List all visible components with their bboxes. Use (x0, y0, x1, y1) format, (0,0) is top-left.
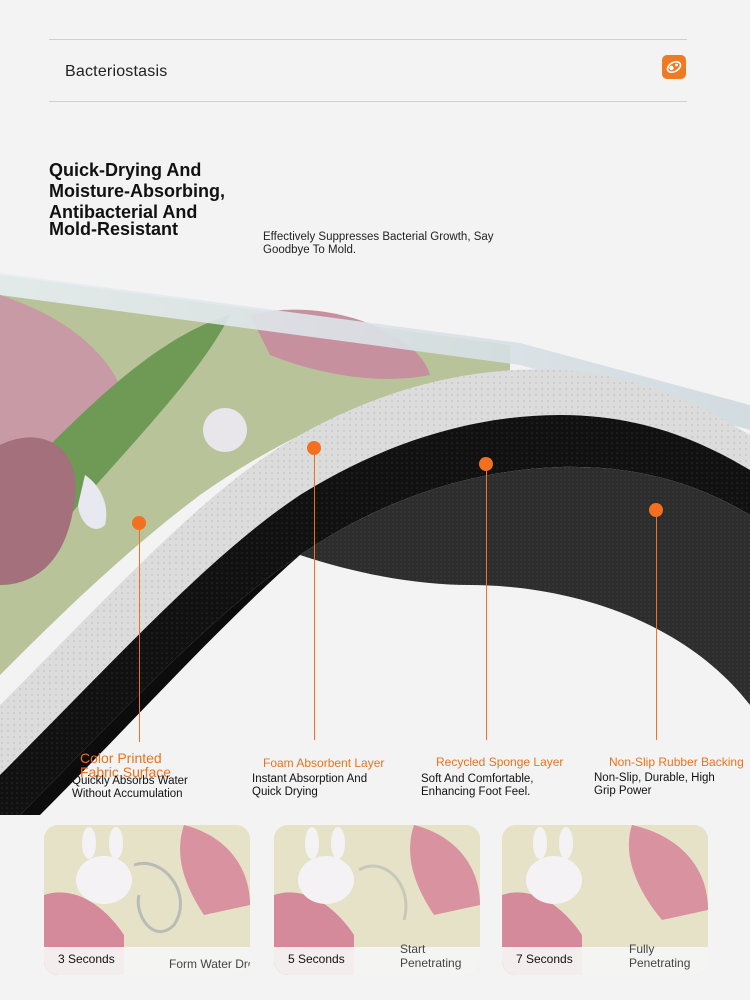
leader-line (656, 517, 657, 740)
leader-line (139, 530, 140, 742)
layer-title-sponge: Recycled Sponge Layer (436, 755, 564, 769)
layer-title-foam: Foam Absorbent Layer (263, 756, 385, 770)
bunny-tulip-image (44, 825, 250, 975)
headline-line: Antibacterial And (49, 202, 198, 222)
layer-desc-sponge: Soft And Comfortable, Enhancing Foot Fee… (421, 773, 534, 798)
stage-card: 5 Seconds Start Penetrating (274, 825, 480, 975)
layer-title-fabric: Color Printed Fabric Surface (80, 750, 172, 780)
bottom-divider (49, 101, 687, 102)
stage-label: Fully Penetrating (629, 942, 691, 970)
section-title: Bacteriostasis (65, 63, 168, 80)
headline: Quick-Drying And Moisture-Absorbing, Ant… (49, 160, 259, 240)
layer-desc-foam: Instant Absorption And Quick Drying (252, 773, 368, 798)
headline-line: Mold-Resistant (49, 219, 179, 239)
headline-line: Moisture-Absorbing, (49, 181, 225, 201)
intro-description: Effectively Suppresses Bacterial Growth,… (263, 231, 494, 256)
leader-line (486, 471, 487, 740)
layer-desc-rubber: Non-Slip, Durable, High Grip Power (594, 772, 715, 797)
layer-title-rubber: Non-Slip Rubber Backing (609, 755, 744, 769)
stage-card: 3 Seconds Form Water Droplets (44, 825, 250, 975)
layer-marker-dot (649, 503, 663, 517)
stage-card: 7 Seconds Fully Penetrating (502, 825, 708, 975)
stage-time: 5 Seconds (288, 952, 345, 966)
top-divider (49, 39, 687, 40)
layer-marker-dot (132, 516, 146, 530)
layer-marker-dot (307, 441, 321, 455)
layer-marker-dot (479, 457, 493, 471)
layer-desc-fabric: Quickly Absorbs Water Without Accumulati… (72, 775, 188, 800)
shield-badge-icon (662, 55, 686, 79)
stage-label: Form Water Droplets (169, 957, 250, 971)
headline-line: Quick-Drying And (49, 160, 202, 180)
stage-time: 7 Seconds (516, 952, 573, 966)
mat-cross-section-illustration (0, 255, 750, 835)
stage-label: Start Penetrating (400, 942, 462, 970)
leader-line (314, 455, 315, 740)
stage-time: 3 Seconds (58, 952, 115, 966)
